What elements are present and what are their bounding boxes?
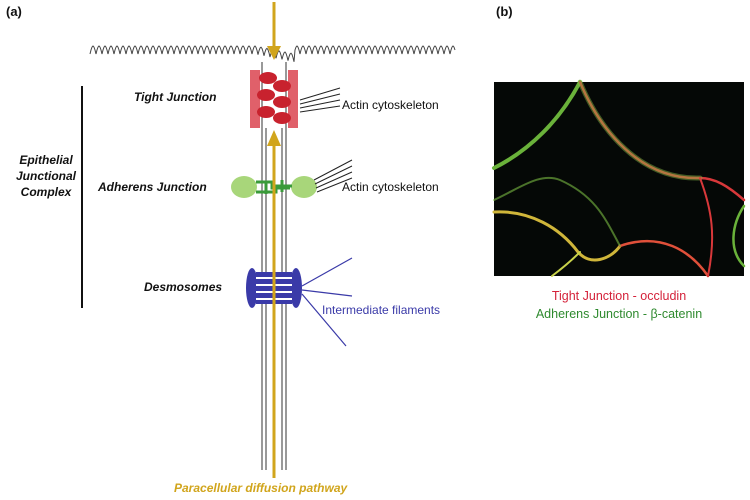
legend-tight-junction: Tight Junction - occludin — [551, 289, 687, 303]
cadherin-bridge — [256, 180, 292, 194]
micrograph-cell-borders — [492, 79, 746, 278]
complex-line-1: Epithelial — [19, 153, 73, 167]
actin-label-2: Actin cytoskeleton — [342, 180, 439, 194]
adherens-junction-label: Adherens Junction — [98, 180, 207, 194]
tight-junction-right-bar — [288, 70, 298, 128]
actin-fibers-2 — [313, 159, 353, 193]
adherens-oval-left — [231, 176, 257, 198]
complex-line-2: Junctional — [15, 169, 76, 183]
desmosome-plaque-right — [290, 268, 302, 308]
adherens-oval-right — [291, 176, 317, 198]
tight-junction-left-bar — [250, 70, 260, 128]
intermediate-filaments-label: Intermediate filaments — [322, 303, 441, 317]
pathway-main-arrow — [267, 130, 281, 146]
claudin-3 — [257, 89, 275, 101]
claudin-5 — [257, 106, 275, 118]
panel-label-b: (b) — [496, 4, 513, 19]
intermediate-filament-lines — [301, 257, 353, 347]
complex-line-3: Complex — [20, 185, 72, 199]
legend-adherens-junction: Adherens Junction - β-catenin — [535, 307, 703, 321]
desmosomes-label: Desmosomes — [144, 280, 223, 294]
claudin-1 — [259, 72, 277, 84]
panel-label-a: (a) — [6, 4, 22, 19]
tight-junction-label: Tight Junction — [134, 90, 217, 104]
pathway-label: Paracellular diffusion pathway — [174, 481, 348, 495]
claudin-2 — [273, 80, 291, 92]
actin-fibers-1 — [299, 87, 341, 113]
claudin-6 — [273, 112, 291, 124]
desmosome-plaque-left — [246, 268, 258, 308]
epithelial-complex-label: Epithelial Junctional Complex — [6, 152, 86, 200]
pathway-top-arrow — [267, 46, 281, 60]
claudin-4 — [273, 96, 291, 108]
actin-label-1: Actin cytoskeleton — [342, 98, 439, 112]
